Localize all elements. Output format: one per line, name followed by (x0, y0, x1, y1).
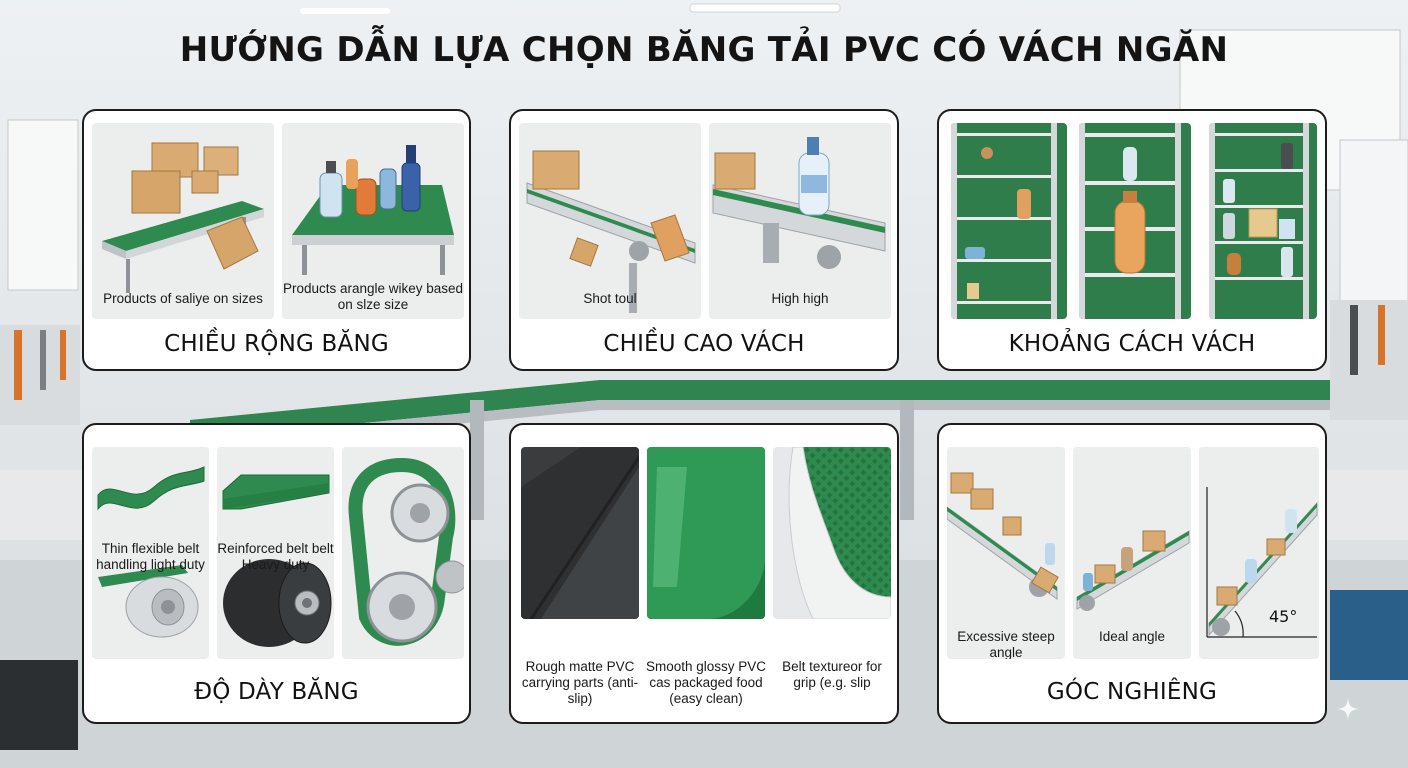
panel-tall-cleat: High high (709, 123, 891, 319)
panel-caption: Thin flexible belt handling light duty (96, 541, 205, 572)
smooth-glossy-swatch (647, 447, 765, 619)
card-cleat-spacing: KHOẢNG CÁCH VÁCH (937, 109, 1327, 371)
belt-pulley-illustration (348, 457, 464, 646)
card-title: ĐỘ DÀY BĂNG (194, 679, 359, 705)
ideal-angle-illustration (1076, 530, 1190, 611)
bottle-conveyor-illustration (292, 145, 454, 275)
panel-ideal-angle: Ideal angle (1073, 447, 1191, 659)
angle-degree-label: 45° (1269, 607, 1298, 626)
panel-rough-matte (521, 447, 639, 619)
panel-steep-angle: Excessive steep angle (947, 447, 1065, 659)
panel-textured-grip (773, 447, 891, 619)
tall-cleat-illustration (712, 137, 886, 269)
panel-caption: High high (771, 291, 829, 306)
card-incline-angle: Excessive steep angle Ideal angle 45° (937, 423, 1327, 724)
steep-angle-illustration (947, 472, 1059, 600)
card-title: KHOẢNG CÁCH VÁCH (1008, 331, 1256, 357)
panel-caption: Belt textureor for grip (e.g. slip (782, 659, 882, 690)
panel-reinforced-belt: Reinforced belt belt Heavy duty (217, 447, 334, 659)
textured-grip-swatch (788, 447, 891, 619)
panel-medium-spacing (1079, 123, 1191, 319)
panel-short-cleat: Shot toul (519, 123, 701, 319)
panel-caption: Products of saliye on sizes (103, 291, 263, 306)
panel-wide-spacing (951, 123, 1067, 319)
rough-matte-swatch (521, 447, 639, 619)
card-title: CHIỀU RỘNG BĂNG (164, 331, 389, 357)
panel-caption: Ideal angle (1098, 629, 1166, 644)
panel-caption: Products arangle wikey based on slze siz… (282, 281, 464, 312)
card-cleat-height: Shot toul High high CHIỀU CAO VÁCH (509, 109, 899, 371)
panel-box-products: Products of saliye on sizes (92, 123, 274, 319)
panel-thin-belt: Thin flexible belt handling light duty (92, 447, 209, 659)
medium-spacing-illustration (1079, 123, 1181, 319)
box-conveyor-illustration (102, 142, 264, 293)
card-title: GÓC NGHIÊNG (1046, 679, 1218, 705)
page-title: HƯỚNG DẪN LỰA CHỌN BĂNG TẢI PVC CÓ VÁCH … (179, 30, 1229, 70)
panel-caption: Shot toul (583, 291, 637, 306)
short-cleat-illustration (526, 150, 696, 313)
panel-bottle-products: Products arangle wikey based on slze siz… (282, 123, 464, 319)
reinforced-belt-illustration (222, 474, 332, 647)
panel-caption: Rough matte PVC carrying parts (anti-sli… (521, 659, 639, 706)
panel-narrow-spacing (1209, 123, 1317, 319)
card-title: CHIỀU CAO VÁCH (603, 331, 805, 357)
wide-spacing-illustration (951, 123, 1057, 319)
angle-45-illustration (1206, 487, 1318, 638)
sparkle-icon (1337, 698, 1359, 720)
panel-caption: Reinforced belt belt Heavy duty (217, 541, 334, 572)
thin-belt-illustration (97, 466, 205, 638)
narrow-spacing-illustration (1209, 123, 1309, 319)
panel-caption: Excessive steep angle (957, 629, 1055, 659)
card-belt-surface: Rough matte PVC carrying parts (anti-sli… (509, 423, 899, 724)
panel-45-degree: 45° (1199, 447, 1319, 659)
card-belt-thickness: Thin flexible belt handling light duty R… (82, 423, 471, 724)
panel-belt-pulley (342, 447, 464, 659)
panel-smooth-glossy (647, 447, 765, 619)
panel-caption: Smooth glossy PVC cas packaged food (eas… (645, 659, 767, 706)
card-belt-width: Products of saliye on sizes Products ara… (82, 109, 471, 371)
